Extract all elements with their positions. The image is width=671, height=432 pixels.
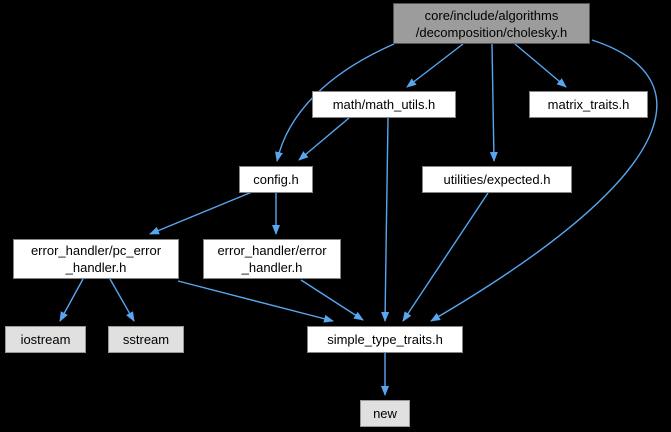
node-pc-error-handler-h-line2: _handler.h (65, 260, 127, 275)
node-pc-error-handler-h[interactable]: error_handler/pc_error _handler.h (13, 239, 179, 279)
node-config-h-label: config.h (253, 172, 299, 187)
node-pc-error-handler-h-line1: error_handler/pc_error (30, 243, 162, 258)
edge-cholesky-to-expected (489, 43, 498, 162)
node-new-label: new (373, 406, 397, 421)
node-matrix-traits-h-label: matrix_traits.h (547, 97, 630, 112)
edge-pc-error-handler-to-simple-type-traits (177, 280, 334, 323)
edge-expected-to-simple-type-traits (402, 192, 489, 322)
edge-math-utils-to-simple-type-traits (381, 117, 390, 322)
edge-cholesky-to-simple-type-traits (430, 39, 658, 322)
node-config-h[interactable]: config.h (239, 166, 313, 193)
edge-pc-error-handler-to-sstream (109, 278, 135, 322)
node-sstream-label: sstream (122, 332, 170, 347)
edge-pc-error-handler-to-iostream (59, 278, 84, 322)
node-error-handler-h-line1: error_handler/error (217, 243, 327, 258)
node-iostream-label: iostream (20, 332, 71, 347)
node-simple-type-traits-h-label: simple_type_traits.h (327, 332, 443, 347)
edge-config-to-pc-error-handler (149, 191, 253, 235)
node-sstream: sstream (108, 326, 184, 353)
node-error-handler-h[interactable]: error_handler/error _handler.h (203, 239, 341, 279)
node-expected-h[interactable]: utilities/expected.h (422, 166, 572, 193)
edge-error-handler-to-simple-type-traits (300, 279, 364, 321)
edge-cholesky-to-matrix-traits (514, 43, 567, 88)
node-cholesky-h: core/include/algorithms /decomposition/c… (393, 3, 590, 44)
node-cholesky-h-line2: /decomposition/cholesky.h (415, 24, 568, 40)
node-expected-h-label: utilities/expected.h (443, 172, 551, 187)
node-math-utils-h[interactable]: math/math_utils.h (312, 91, 456, 118)
edge-math-utils-to-config (298, 117, 350, 161)
node-new: new (360, 400, 410, 427)
node-math-utils-h-label: math/math_utils.h (332, 97, 436, 112)
edge-cholesky-to-math-utils (406, 43, 464, 88)
node-cholesky-h-line1: core/include/algorithms (424, 7, 559, 23)
node-simple-type-traits-h[interactable]: simple_type_traits.h (307, 326, 463, 353)
node-error-handler-h-line2: _handler.h (241, 260, 303, 275)
node-matrix-traits-h[interactable]: matrix_traits.h (529, 91, 648, 118)
node-iostream: iostream (5, 326, 86, 353)
